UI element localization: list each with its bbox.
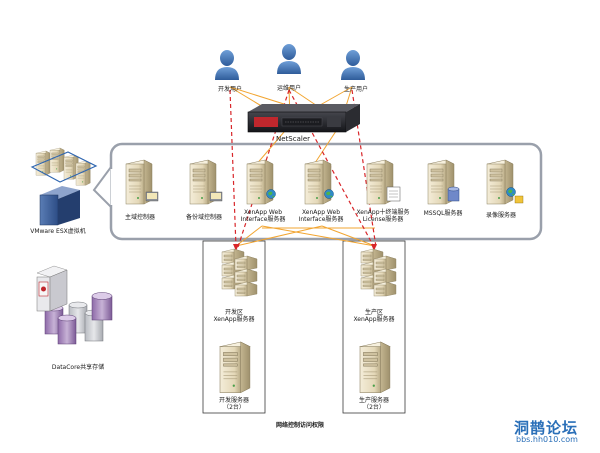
xa-web1-label-line2: Interface服务器 [240, 216, 286, 223]
xenapp-web-interface-2-icon [304, 159, 334, 205]
netscaler-appliance [247, 104, 360, 133]
storage-label: DataCore共享存储 [51, 364, 105, 371]
dev-user-icon [215, 50, 239, 80]
xa-license-label-line1: XenApp十终端服务 [356, 209, 410, 216]
vmware-host-icon [30, 147, 98, 226]
ops-user-icon [277, 44, 301, 74]
dev-zone-label-line1: 开发区 [224, 309, 243, 316]
primary-dc-server-icon [125, 159, 159, 205]
xa-web1-label-line1: XenApp Web [243, 209, 283, 216]
dev-server-icon [219, 341, 251, 394]
recording-server-icon [486, 159, 524, 205]
prod-server-label-line1: 生产服务器 [358, 397, 389, 404]
prod-zone-label-line2: XenApp服务器 [353, 316, 395, 323]
dev-user-label: 开发用户 [217, 86, 242, 93]
datacore-storage-icon [36, 265, 113, 345]
prod-user-icon [341, 50, 365, 80]
prod-zone-label-line1: 生产区 [364, 309, 383, 316]
recording-label: 录像服务器 [485, 212, 516, 219]
primary-dc-label: 主域控制器 [124, 214, 155, 221]
ops-user-label: 运维用户 [276, 85, 301, 92]
prod-server-label-line2: （2台） [363, 404, 385, 411]
dev-server-label-line2: （2台） [223, 404, 245, 411]
mssql-label: MSSQL服务器 [423, 210, 463, 217]
dev-server-label-line1: 开发服务器 [218, 397, 249, 404]
backup-dc-label: 备份域控制器 [185, 214, 222, 221]
xa-web2-label-line1: XenApp Web [301, 209, 341, 216]
dev-zone-label-line2: XenApp服务器 [213, 316, 255, 323]
watermark-url: bbs.hh010.com [516, 435, 578, 444]
mssql-server-icon [427, 159, 460, 205]
prod-user-label: 生产用户 [343, 86, 368, 93]
vmware-label: VMware ESX虚拟机 [30, 228, 86, 235]
prod-server-icon [359, 341, 391, 394]
netscaler-label: NetScaler [276, 135, 310, 143]
xa-license-label-line2: License服务器 [362, 216, 404, 223]
diagram-caption: 网络控制访问权限 [275, 422, 324, 429]
panel-pointer [92, 163, 112, 210]
backup-dc-server-icon [189, 159, 223, 205]
watermark-title: 洞鹊论坛 [514, 419, 579, 437]
xa-web2-label-line2: Interface服务器 [298, 216, 344, 223]
xenapp-license-server-icon [366, 159, 401, 205]
xenapp-web-interface-1-icon [246, 159, 276, 205]
